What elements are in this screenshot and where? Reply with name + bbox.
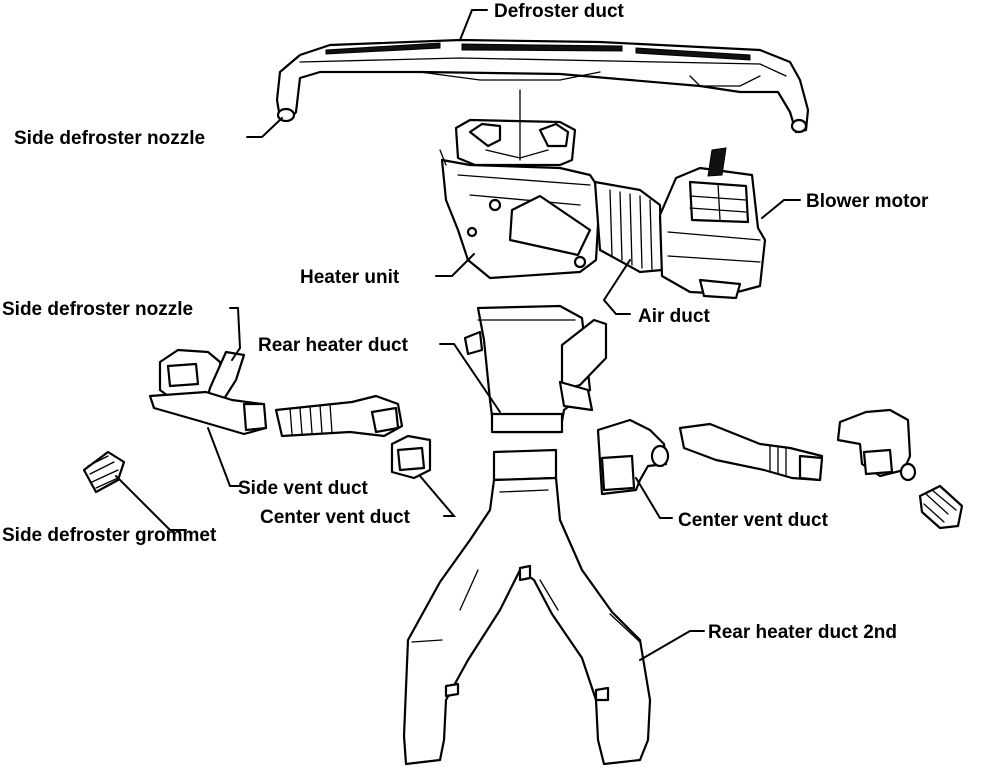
leader-center-vent-duct-right [635, 477, 673, 519]
side-defroster-nozzle-right-part [836, 408, 917, 482]
leader-side-defroster-nozzle-top [246, 117, 283, 138]
rear-heater-duct-2nd-part [402, 448, 652, 766]
leader-lines [115, 9, 801, 661]
label-center-vent-duct-left: Center vent duct [260, 507, 411, 528]
leader-side-defroster-nozzle-left [229, 307, 242, 361]
leader-side-defroster-grommet [115, 475, 187, 531]
heater-unit-part [439, 89, 602, 280]
label-side-vent-duct: Side vent duct [238, 478, 369, 499]
label-side-defroster-nozzle-left: Side defroster nozzle [2, 299, 193, 320]
blower-motor-part [658, 147, 767, 300]
leader-blower-motor [761, 199, 801, 219]
label-blower-motor: Blower motor [806, 191, 929, 212]
center-vent-duct-right-part [596, 418, 670, 496]
label-side-defroster-nozzle-top: Side defroster nozzle [14, 128, 205, 149]
label-rear-heater-duct: Rear heater duct [258, 335, 409, 356]
label-defroster-duct: Defroster duct [494, 1, 625, 22]
leader-side-vent-duct [207, 427, 243, 487]
leader-rear-heater-duct [439, 343, 501, 413]
label-air-duct: Air duct [638, 306, 710, 327]
label-side-defroster-grommet: Side defroster grommet [2, 525, 217, 546]
rear-heater-duct-part [463, 304, 608, 434]
label-rear-heater-duct-2nd: Rear heater duct 2nd [708, 622, 897, 643]
leader-heater-unit [435, 253, 475, 277]
side-defroster-grommet-left-part [82, 450, 126, 494]
leader-center-vent-duct-left [419, 475, 457, 517]
side-vent-duct-part [274, 394, 404, 438]
leader-rear-heater-duct-2nd [639, 630, 705, 661]
label-center-vent-duct-right: Center vent duct [678, 510, 829, 531]
defroster-duct-part [275, 38, 810, 134]
side-defroster-nozzle-left-part [148, 348, 268, 436]
leader-air-duct [602, 259, 631, 315]
side-vent-duct-right-part [678, 422, 824, 482]
side-defroster-grommet-right-part [918, 484, 964, 530]
center-vent-duct-left-part [390, 434, 432, 480]
label-heater-unit: Heater unit [300, 267, 400, 288]
air-duct-part [593, 180, 664, 274]
leader-defroster-duct [459, 9, 488, 41]
